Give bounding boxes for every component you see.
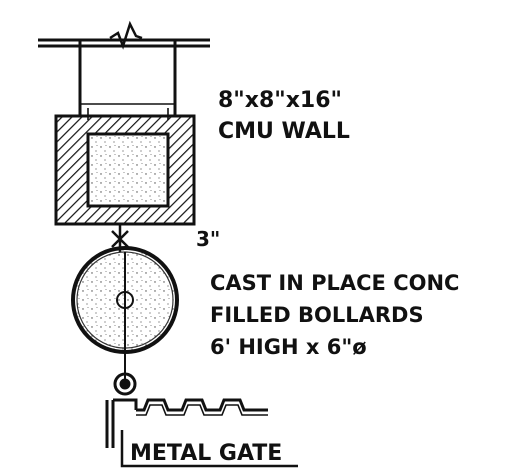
bollard-label-line2: FILLED BOLLARDS — [210, 303, 424, 327]
gate-post — [105, 398, 138, 448]
metal-gate-label: METAL GATE — [130, 441, 282, 466]
bollard-label-line3: 6' HIGH x 6"ø — [210, 335, 367, 359]
gate-hinge — [113, 372, 137, 396]
break-line-symbol — [109, 20, 143, 50]
cmu-size-label: 8"x8"x16" — [218, 88, 342, 113]
gap-label: 3" — [196, 227, 220, 251]
bollard-label-line1: CAST IN PLACE CONC — [210, 271, 459, 295]
gate-label-frame — [120, 430, 298, 468]
cmu-core — [86, 132, 170, 208]
cmu-wall-label: CMU WALL — [218, 119, 350, 144]
metal-gate-profile-inner — [136, 404, 268, 416]
metal-gate-profile — [136, 398, 268, 412]
